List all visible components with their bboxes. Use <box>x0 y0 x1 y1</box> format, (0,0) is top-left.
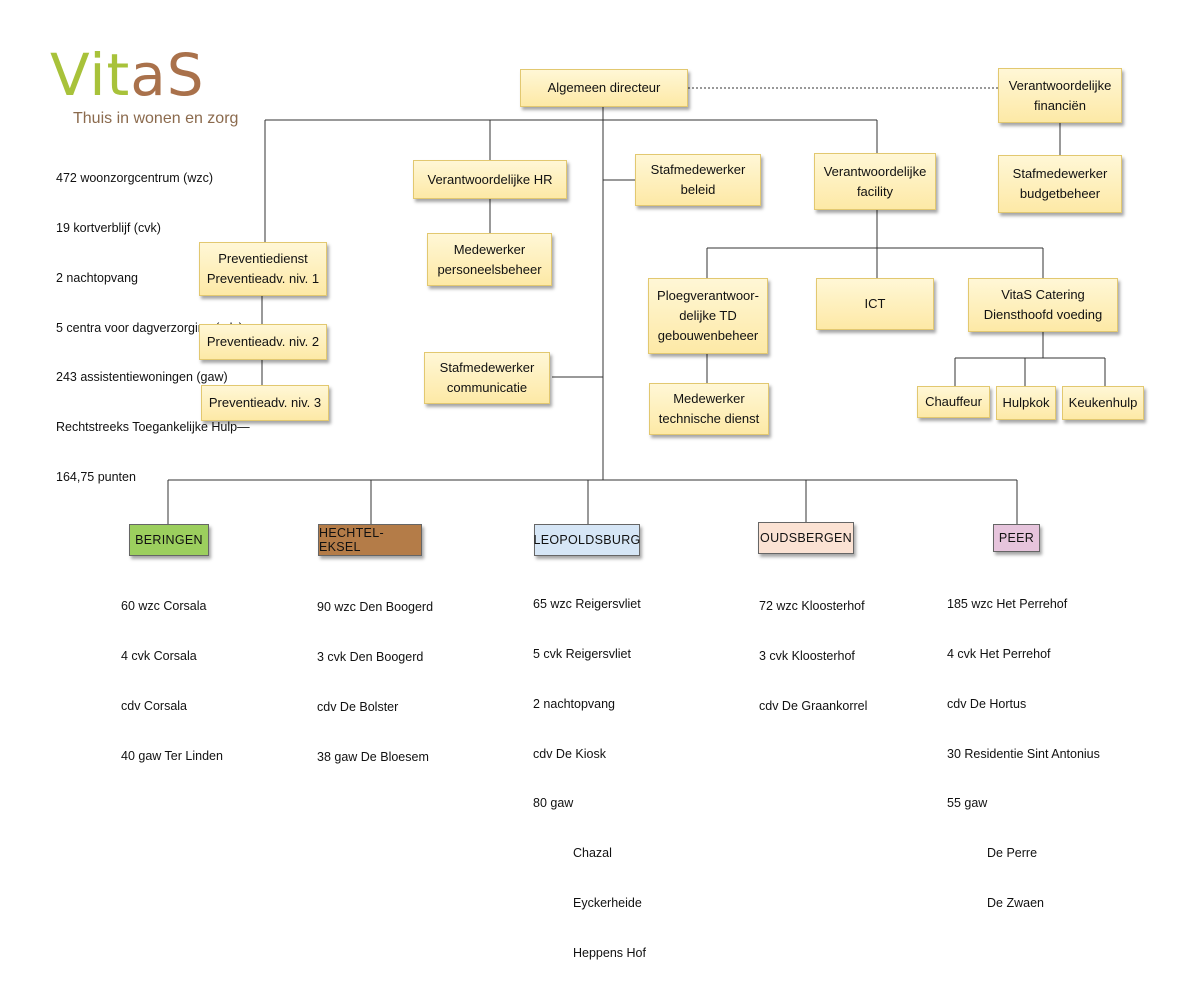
org-chart: VitaS Thuis in wonen en zorg 472 woonzor… <box>50 40 1144 960</box>
logo-tagline: Thuis in wonen en zorg <box>73 110 239 127</box>
location-line: 3 cvk Kloosterhof <box>759 648 855 663</box>
prevention-level3-box: Preventieadv. niv. 3 <box>201 385 329 421</box>
budget-box: Stafmedewerker budgetbeheer <box>998 155 1122 213</box>
location-oudsbergen-badge: OUDSBERGEN <box>758 522 854 554</box>
location-leopoldsburg-badge: LEOPOLDSBURG <box>533 524 640 556</box>
location-line: 38 gaw De Bloesem <box>317 749 429 764</box>
catering-box: VitaS Catering Diensthoofd voeding <box>968 278 1118 332</box>
location-line: cdv De Graankorrel <box>759 698 868 713</box>
prevention-level1-box: Preventiedienst Preventieadv. niv. 1 <box>199 242 327 296</box>
facility-box: Verantwoordelijke facility <box>814 153 936 210</box>
hr-box: Verantwoordelijke HR <box>413 160 567 199</box>
location-beringen-badge: BERINGEN <box>129 524 209 556</box>
policy-box: Stafmedewerker beleid <box>635 154 761 206</box>
communication-box: Stafmedewerker communicatie <box>424 352 550 404</box>
logo-word-green: Vit <box>50 41 131 109</box>
summary-line: 164,75 punten <box>56 469 136 484</box>
summary-line: 243 assistentiewoningen (gaw) <box>56 370 228 385</box>
location-leopoldsburg-details: 65 wzc Reigersvliet 5 cvk Reigersvliet 2… <box>533 563 646 994</box>
location-peer-badge: PEER <box>993 524 1040 552</box>
location-line: 65 wzc Reigersvliet <box>533 597 641 612</box>
location-line: 5 cvk Reigersvliet <box>533 646 631 661</box>
location-subline: De Zwaen <box>987 895 1044 910</box>
vitas-logo: VitaS Thuis in wonen en zorg <box>50 40 260 135</box>
location-line: cdv Corsala <box>121 698 187 713</box>
director-box: Algemeen directeur <box>520 69 688 107</box>
location-line: 2 nachtopvang <box>533 696 616 711</box>
location-line: 40 gaw Ter Linden <box>121 748 223 763</box>
kitchen-help-box: Keukenhulp <box>1062 386 1144 420</box>
connector-lines <box>167 87 1106 524</box>
summary-line: 2 nachtopvang <box>56 270 139 285</box>
location-hechtel-eksel-badge: HECHTEL-EKSEL <box>318 524 422 556</box>
location-hechtel-eksel-details: 90 wzc Den Boogerd 3 cvk Den Boogerd cdv… <box>317 566 433 798</box>
location-line: 60 wzc Corsala <box>121 599 207 614</box>
location-line: cdv De Kiosk <box>533 746 606 761</box>
logo-wordmark: VitaS <box>50 40 205 110</box>
location-line: 3 cvk Den Boogerd <box>317 649 424 664</box>
location-line: cdv De Bolster <box>317 699 399 714</box>
location-line: 90 wzc Den Boogerd <box>317 600 434 615</box>
location-oudsbergen-details: 72 wzc Kloosterhof 3 cvk Kloosterhof cdv… <box>759 565 867 748</box>
finance-box: Verantwoordelijke financiën <box>998 68 1122 123</box>
driver-box: Chauffeur <box>917 386 990 418</box>
location-subline: Eyckerheide <box>573 895 642 910</box>
location-subline: Heppens Hof <box>573 945 646 960</box>
location-line: 4 cvk Het Perrehof <box>947 646 1051 661</box>
summary-line: Rechtstreeks Toegankelijke Hulp— <box>56 420 250 435</box>
ict-box: ICT <box>816 278 934 330</box>
location-peer-details: 185 wzc Het Perrehof 4 cvk Het Perrehof … <box>947 563 1100 945</box>
location-line: 185 wzc Het Perrehof <box>947 597 1068 612</box>
summary-line: 19 kortverblijf (cvk) <box>56 220 161 235</box>
location-beringen-details: 60 wzc Corsala 4 cvk Corsala cdv Corsala… <box>121 565 223 797</box>
location-line: 80 gaw <box>533 796 574 811</box>
logo-word-brown: aS <box>130 41 205 109</box>
technical-staff-box: Medewerker technische dienst <box>649 383 769 435</box>
location-line: 72 wzc Kloosterhof <box>759 599 865 614</box>
location-line: 55 gaw <box>947 796 988 811</box>
foreman-box: Ploegverantwoor- delijke TD gebouwenbehe… <box>648 278 768 354</box>
location-line: 4 cvk Corsala <box>121 648 197 663</box>
location-line: cdv De Hortus <box>947 696 1027 711</box>
personnel-box: Medewerker personeelsbeheer <box>427 233 552 286</box>
prevention-level2-box: Preventieadv. niv. 2 <box>199 324 327 360</box>
location-line: 30 Residentie Sint Antonius <box>947 746 1100 761</box>
summary-line: 472 woonzorgcentrum (wzc) <box>56 171 214 186</box>
assistant-cook-box: Hulpkok <box>996 386 1056 420</box>
